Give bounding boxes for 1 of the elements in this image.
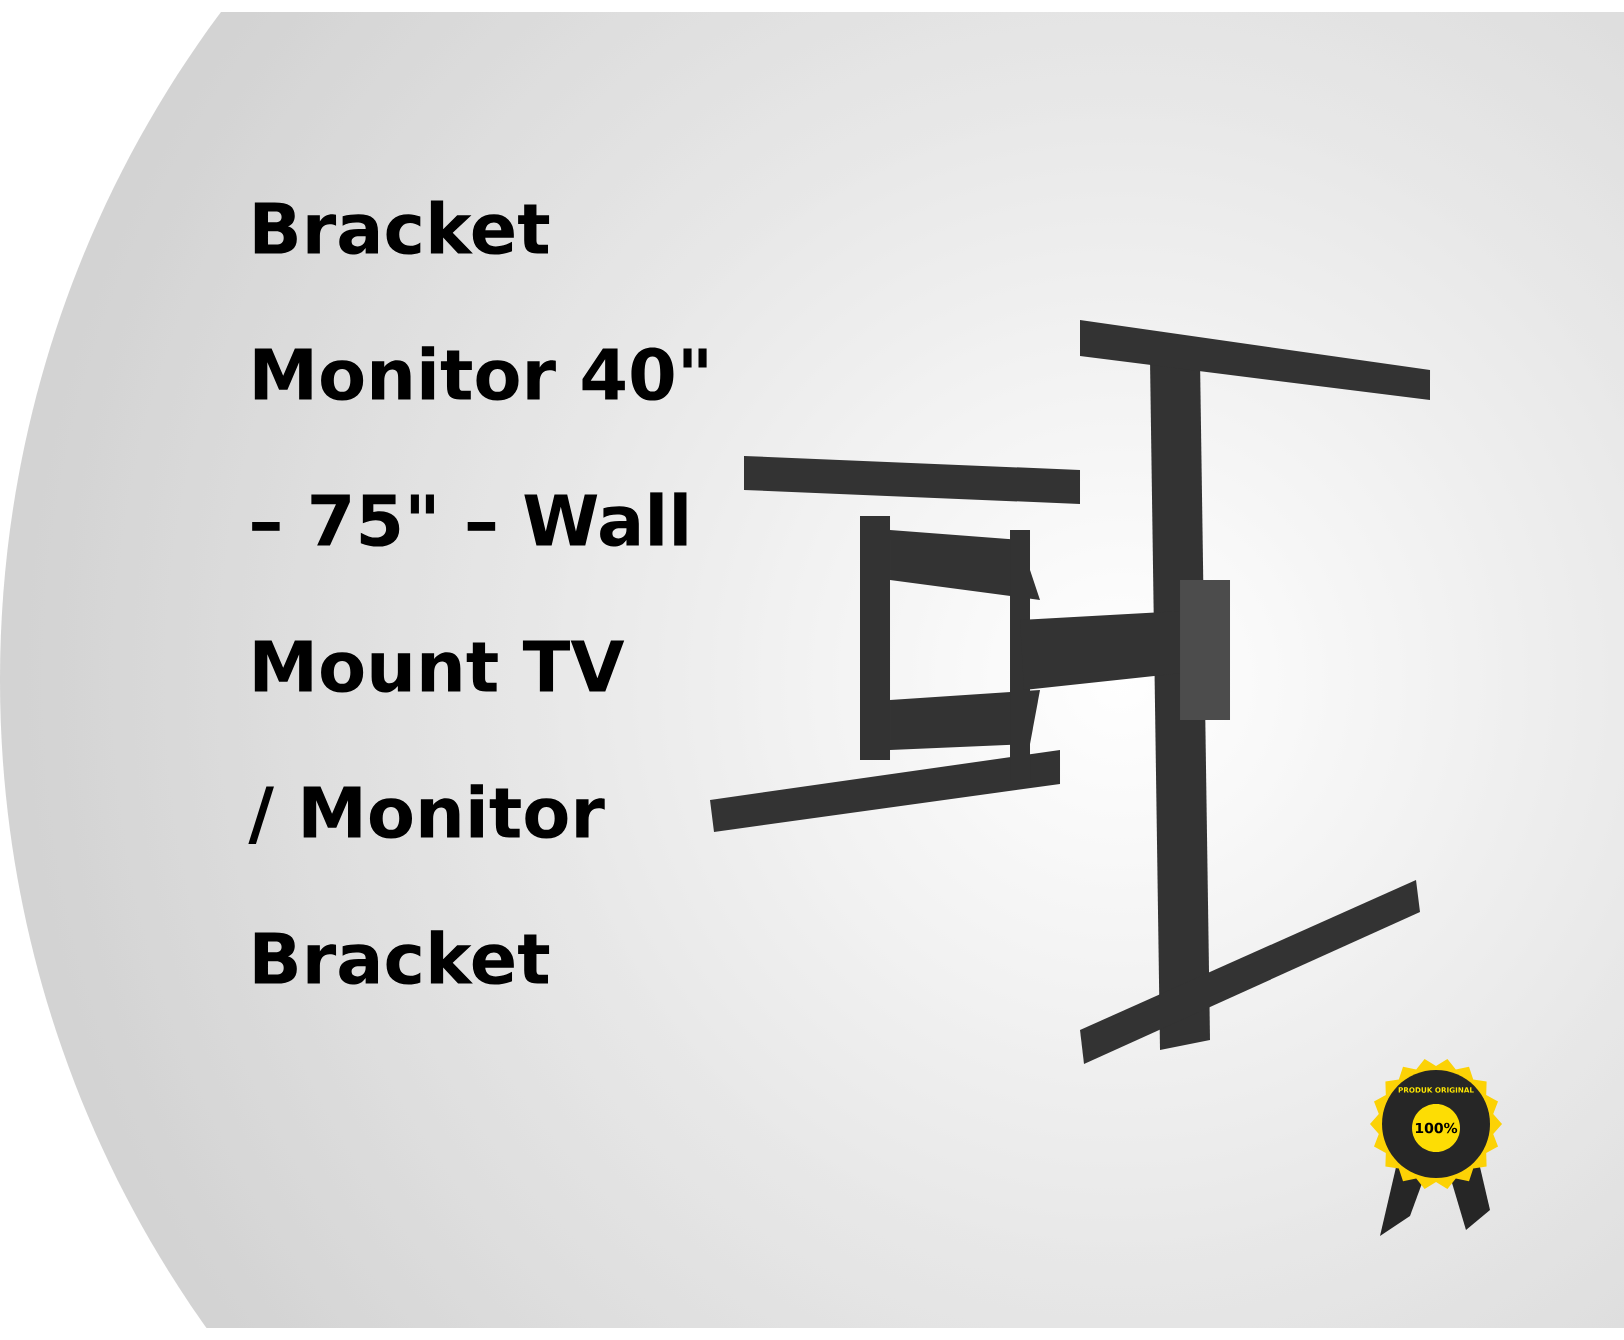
- title: Bracket Monitor 40" – 75" – Wall Mount TV / Monitor Bracket: [248, 200, 707, 985]
